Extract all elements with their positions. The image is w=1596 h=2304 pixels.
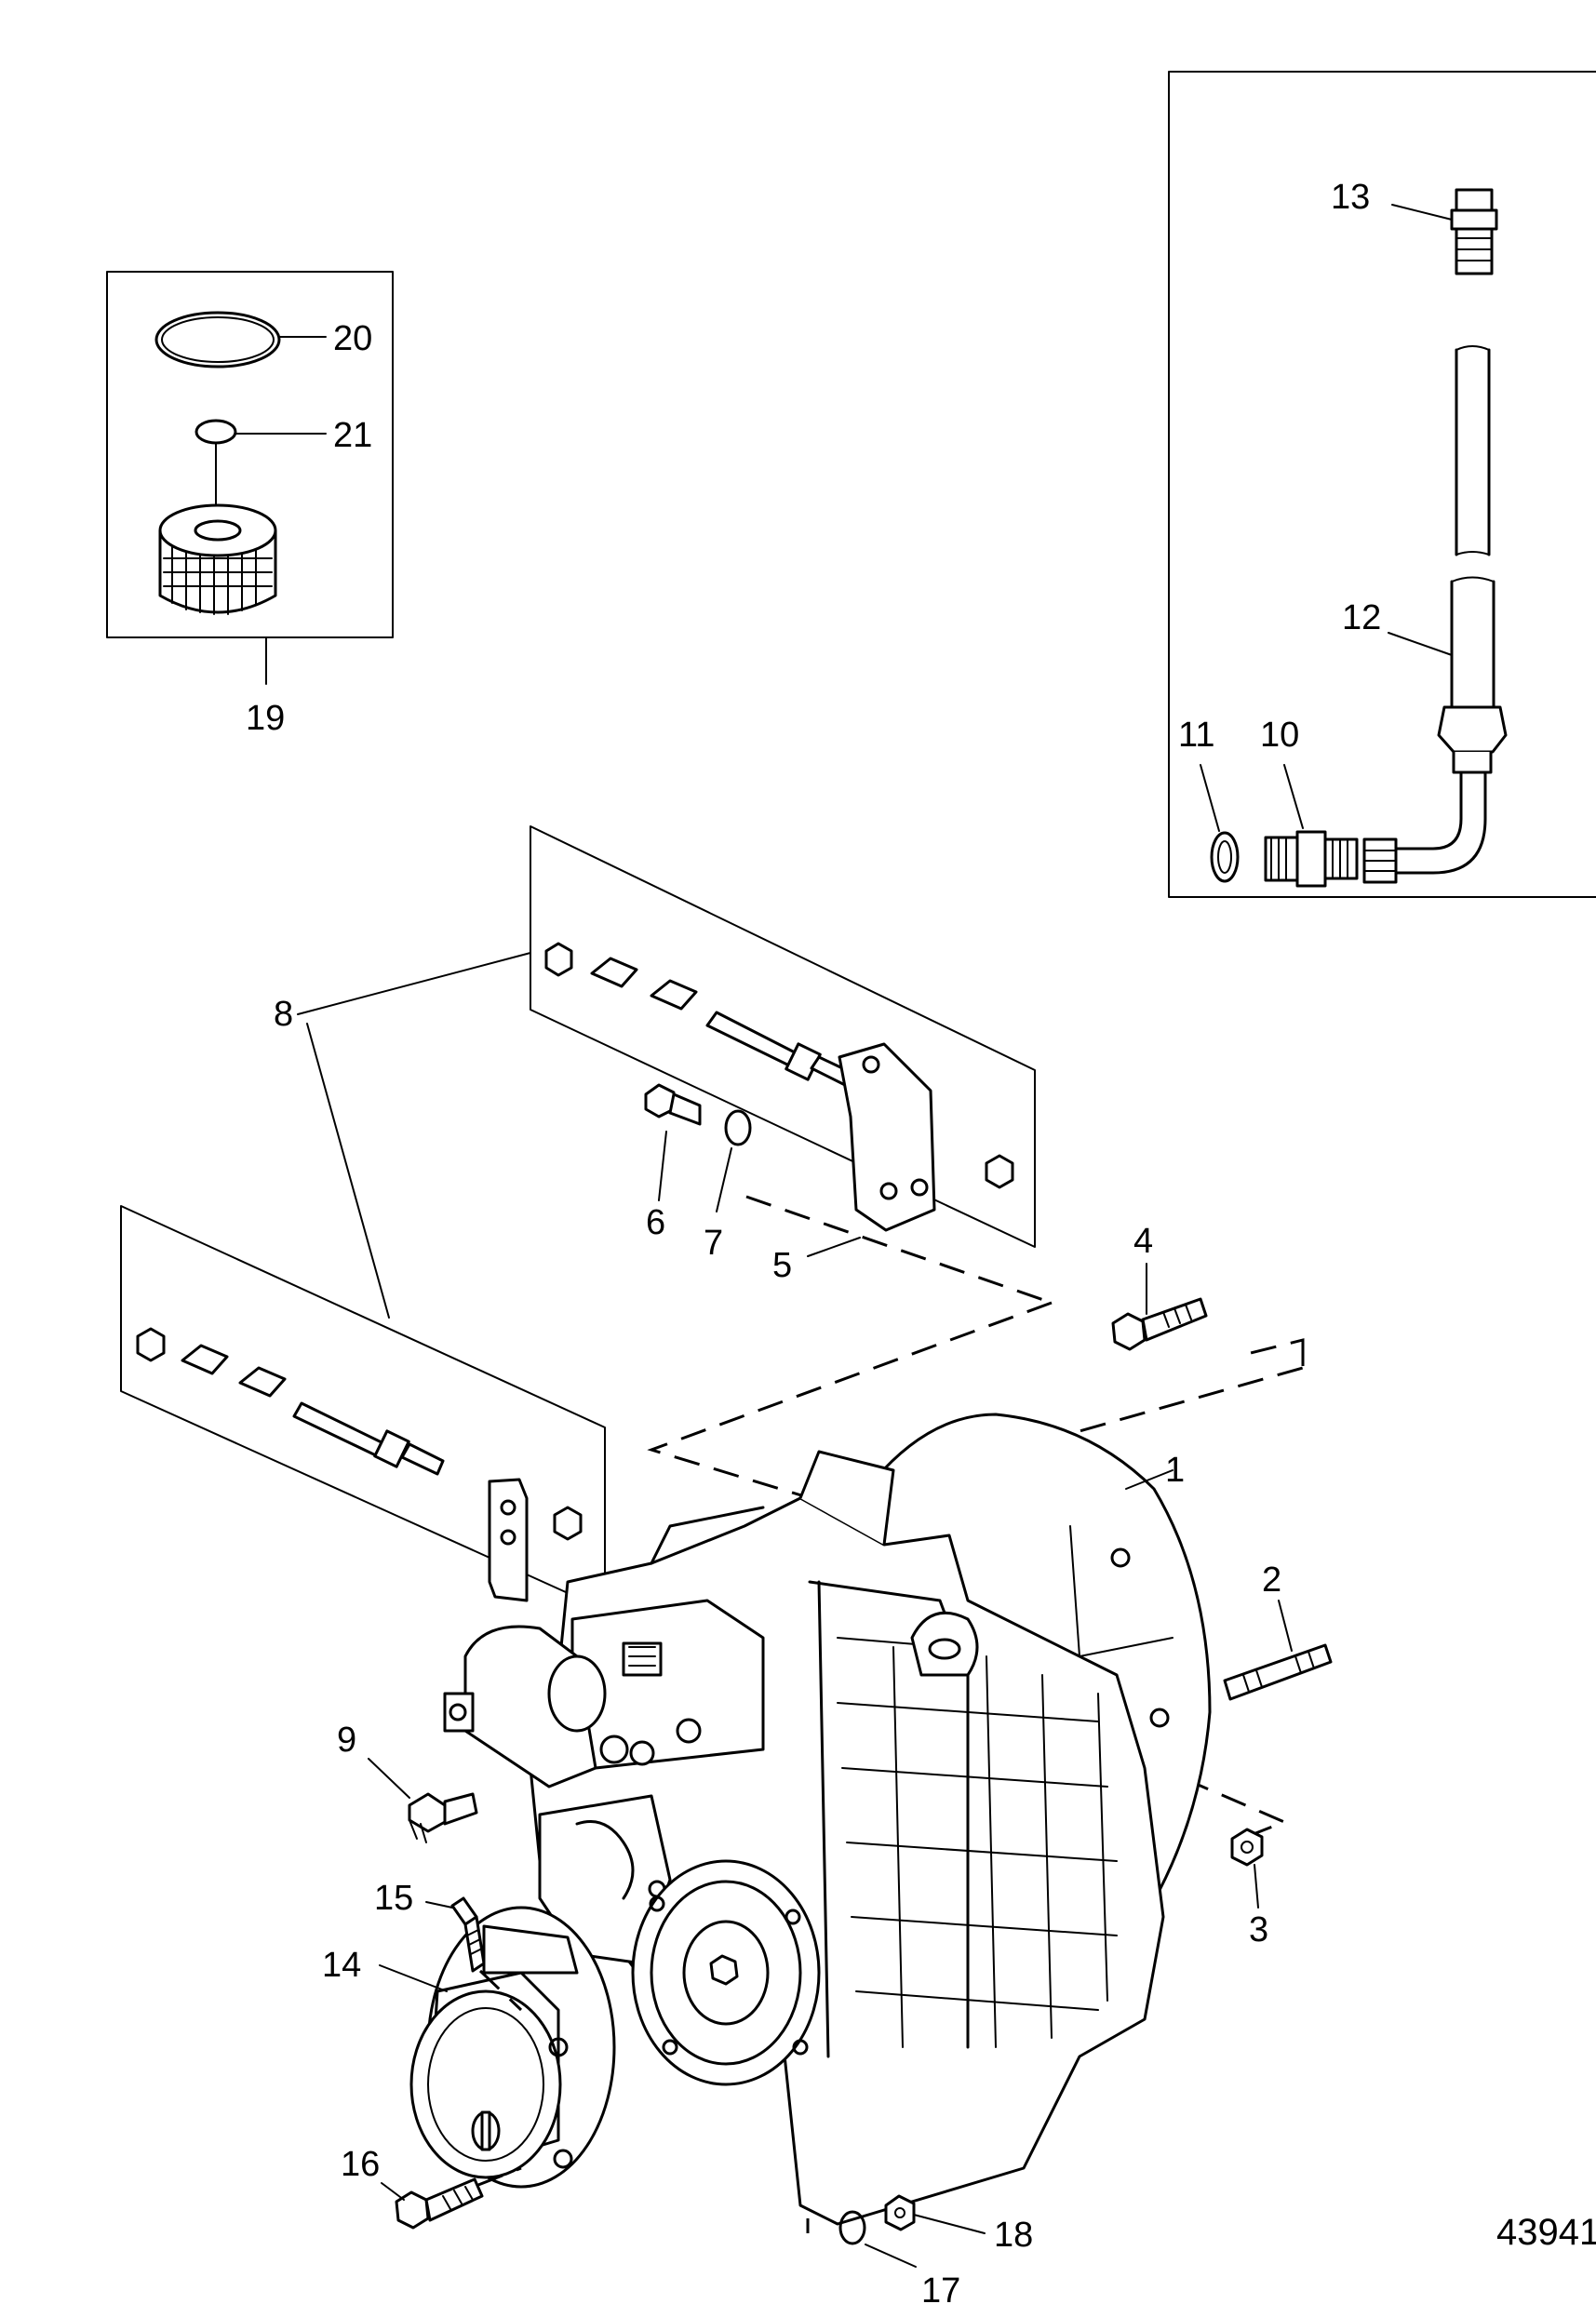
kit-stud-upper	[705, 1011, 798, 1068]
leader-5	[807, 1237, 861, 1257]
filter-element	[158, 503, 277, 615]
nut-part-18	[884, 2194, 916, 2231]
washer-part-17	[838, 2210, 866, 2245]
leader-13	[1391, 204, 1453, 221]
leader-9	[368, 1758, 410, 1799]
pump-cover	[631, 1859, 821, 2086]
callout-19: 19	[246, 699, 285, 738]
leader-15	[425, 1901, 453, 1909]
callout-20: 20	[333, 319, 372, 358]
figure-number: 43941	[1496, 2212, 1596, 2253]
transmission-housing-part-1	[443, 1413, 1212, 2226]
snap-ring-part-21	[194, 419, 237, 445]
leader-8	[297, 952, 531, 1319]
kit-nut-upper	[544, 942, 573, 977]
o-ring-part-20	[154, 311, 281, 368]
kit-bushings-lower	[181, 1344, 287, 1398]
kit-nut-lower	[136, 1327, 166, 1362]
bolt-part-4	[1111, 1297, 1208, 1351]
oil-line-inset	[1168, 71, 1596, 898]
washer-part-11	[1210, 831, 1240, 883]
leader-16	[381, 2182, 405, 2201]
callout-14: 14	[322, 1946, 361, 1985]
filter-kit-box	[106, 271, 394, 638]
leader-1	[1125, 1469, 1174, 1490]
bolt-part-16	[395, 2166, 522, 2230]
callout-11: 11	[1178, 716, 1214, 755]
washer-part-7	[724, 1109, 752, 1146]
oil-line-box	[1168, 71, 1596, 898]
kit-bushings-upper	[590, 957, 698, 1011]
bolt-part-6	[644, 1083, 702, 1126]
callout-16: 16	[341, 2145, 380, 2184]
callout-2: 2	[1262, 1561, 1281, 1600]
leader-18	[913, 2214, 986, 2234]
kit-stud-lower	[292, 1401, 387, 1459]
bracket-kit-panel-upper	[530, 825, 1036, 1257]
stud-part-2	[1223, 1643, 1333, 1701]
set-screw-part-15	[450, 1896, 523, 2012]
callout-8: 8	[274, 995, 293, 1034]
callout-5: 5	[772, 1246, 792, 1285]
fitting-part-13	[1450, 188, 1498, 275]
bracket-kit-panel-lower	[120, 1205, 606, 1611]
leader-6	[658, 1131, 667, 1201]
callout-13: 13	[1331, 178, 1370, 217]
callout-1: 1	[1165, 1451, 1185, 1490]
coupling-flange-part-14	[409, 1906, 616, 2189]
leader-2	[1278, 1600, 1293, 1652]
leader-14	[379, 1964, 448, 1992]
callout-9: 9	[337, 1721, 356, 1760]
leader-17	[865, 2244, 917, 2268]
leader-12	[1388, 632, 1453, 656]
callout-3: 3	[1249, 1910, 1268, 1949]
callout-21: 21	[333, 416, 372, 455]
filter-kit-inset	[106, 271, 394, 685]
callout-17: 17	[921, 2271, 960, 2304]
hose-part-12	[1362, 345, 1508, 884]
leader-7	[716, 1147, 732, 1212]
sender-part-9	[408, 1792, 478, 1843]
leader-3	[1254, 1864, 1259, 1909]
leader-11	[1200, 764, 1220, 832]
adapter-part-10	[1264, 830, 1359, 888]
callout-7: 7	[704, 1224, 723, 1263]
mount-plate-part-5	[838, 1042, 936, 1232]
callout-10: 10	[1260, 716, 1299, 755]
callout-6: 6	[646, 1203, 665, 1242]
callout-12: 12	[1342, 598, 1381, 637]
leader-10	[1283, 764, 1304, 829]
callout-4: 4	[1133, 1222, 1153, 1261]
nut-part-3	[1230, 1828, 1264, 1867]
callout-18: 18	[994, 2216, 1033, 2255]
callout-15: 15	[374, 1879, 413, 1918]
